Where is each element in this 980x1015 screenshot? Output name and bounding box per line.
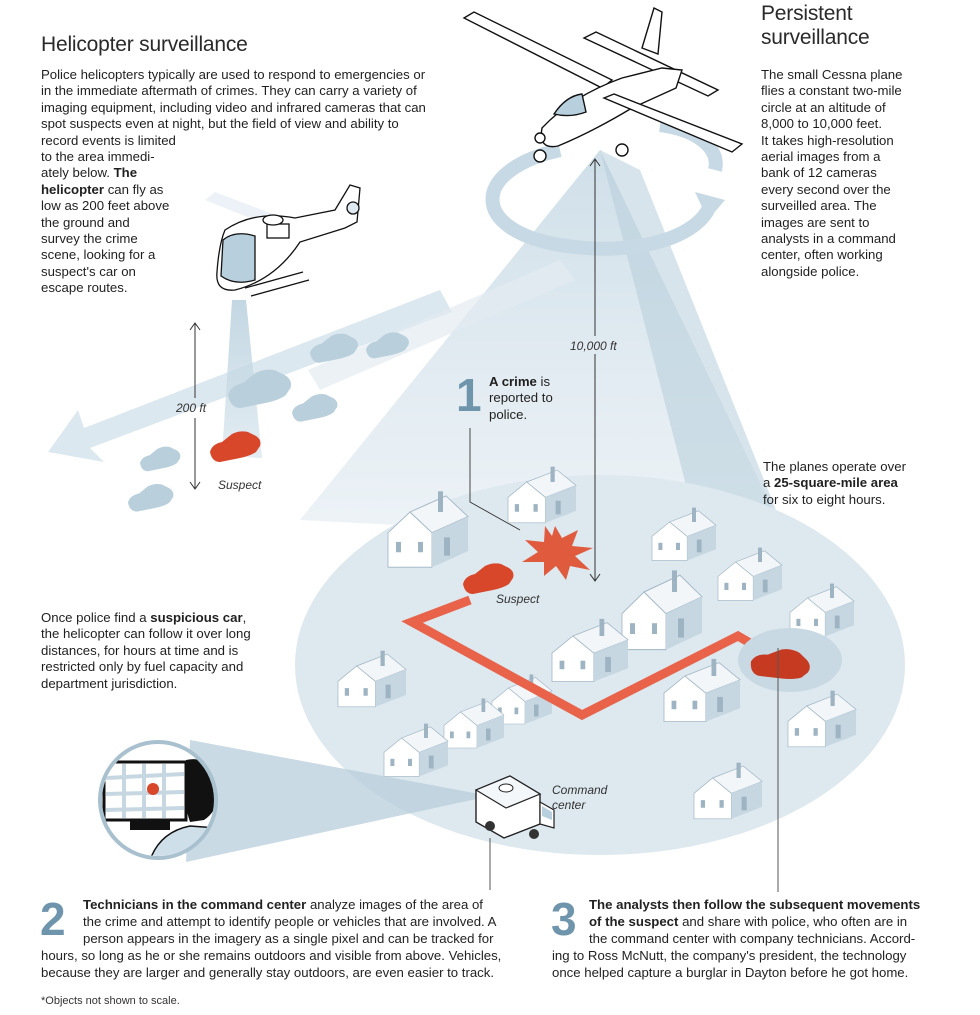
text-line: hours, so long as he or she remains outd… [41,948,502,963]
text-line: Police helicopters typically are used to… [41,67,426,82]
text-line: survey the crime [41,231,138,247]
step-1-text: A crime is reported to police. [489,374,553,423]
text-line: helicopter can fly as [41,182,471,198]
text-span: , [242,610,247,625]
text-line: flies a constant two-mile [761,83,902,99]
text-span: ately below. [41,165,110,181]
text-line: alongside police. [761,263,860,279]
text-line: bank of 12 cameras [761,165,877,181]
bold-text: of the suspect [589,914,679,929]
text-line: 8,000 to 10,000 feet. [761,116,882,132]
bold-text: The analysts then follow the subsequent … [589,897,921,912]
text-span: a [763,475,774,491]
step-1-number: 1 [456,369,482,421]
bold-text: suspicious car [150,610,243,625]
cessna-plane-icon [462,7,744,163]
text-line: ing to Ross McNutt, the company's presid… [552,948,907,963]
text-line: the ground and [41,214,130,230]
follow-text: Once police find a suspicious car, the h… [41,610,321,692]
text-line: for six to eight hours. [763,491,886,507]
text-line: images are sent to [761,214,870,230]
text-line: record events is limited [41,132,176,148]
plane-altitude-label: 10,000 ft [570,339,617,353]
suspect-route [401,595,765,721]
bold-text: helicopter [41,181,105,197]
helicopter-beam [222,300,262,458]
text-line: in the immediate aftermath of crimes. Th… [41,83,417,99]
text-line: center, often working [761,247,883,263]
text-line: a 25-square-mile area [763,475,906,491]
command-van-icon [474,775,555,839]
text-span: analyze images of the area of [306,897,483,912]
helicopter-intro: Police helicopters typically are used to… [41,67,471,297]
text-line: restricted only by fuel capacity and [41,659,244,675]
text-line: aerial images from a [761,149,881,165]
helicopter-suspect-label: Suspect [218,478,262,492]
step-2-number: 2 [40,893,66,945]
text-line: The analysts then follow the subsequent … [552,896,972,913]
text-span: and share with police, who often are in [678,914,908,929]
command-center-label: Command center [552,783,607,813]
text-line: Once police find a suspicious car, [41,610,321,626]
bold-text: 25-square-mile area [774,475,898,491]
helicopter-icon [205,184,361,297]
text-line: circle at an altitude of [761,99,886,115]
text-line: analysts in a command [761,231,896,247]
text-line: low as 200 feet above [41,198,170,214]
bold-text: The [113,165,138,181]
plane-beam [300,150,790,545]
footnote: *Objects not shown to scale. [41,995,180,1007]
crime-explosion-icon [522,526,593,580]
title-line: surveillance [761,26,870,49]
text-line: Command [552,783,608,797]
text-line: It takes high-resolution [761,132,894,148]
text-line: once helped capture a burglar in Dayton … [552,965,909,980]
text-span: can fly as [104,181,164,197]
text-line: surveilled area. The [761,198,877,214]
text-line: police. [489,406,528,422]
flight-circle-arrowhead [695,192,725,220]
text-line: ately below. The [41,165,471,181]
technician-icon [98,740,218,860]
text-line: scene, looking for a [41,247,156,263]
text-span: is [536,374,551,389]
bold-text: A crime [489,374,537,389]
bold-text: Technicians in the command center [83,897,307,912]
scene-suspect-label: Suspect [496,592,540,606]
text-line: Technicians in the command center analyz… [41,896,531,913]
text-line: department jurisdiction. [41,675,178,691]
text-span: Once police find a [41,610,151,625]
persistent-title: Persistent surveillance [761,2,870,50]
text-line: the helicopter can follow it over long [41,626,251,642]
text-line: spot suspects even at night, but the fie… [41,116,399,132]
title-line: Persistent [761,2,853,25]
text-line: reported to [489,390,553,406]
helicopter-altitude-label: 200 ft [176,401,207,415]
step-2-text: Technicians in the command center analyz… [41,896,531,981]
area-text: The planes operate over a 25-square-mile… [763,459,906,508]
text-line: the command center with company technici… [589,931,916,946]
text-line: distances, for hours at time and is [41,642,239,658]
helicopter-title: Helicopter surveillance [41,33,248,56]
text-line: A crime is [489,374,553,390]
text-line: because they are larger and generally st… [41,965,495,980]
text-line: to the area immedi- [41,149,155,165]
step-3-text: The analysts then follow the subsequent … [552,896,972,981]
text-line: suspect's car on [41,263,136,279]
text-line: the crime and attempt to identify people… [83,914,497,929]
persistent-body: The small Cessna plane flies a constant … [761,67,961,280]
text-line: person appears in the imagery as a singl… [83,931,494,946]
text-line: of the suspect and share with police, wh… [552,913,972,930]
text-line: The small Cessna plane [761,67,903,82]
text-line: center [552,798,586,812]
text-line: imaging equipment, including video and i… [41,99,426,115]
text-line: escape routes. [41,280,128,296]
text-line: every second over the [761,181,891,197]
text-line: The planes operate over [763,459,906,474]
flight-circle-arrow [485,143,717,256]
step-3-number: 3 [551,893,577,945]
